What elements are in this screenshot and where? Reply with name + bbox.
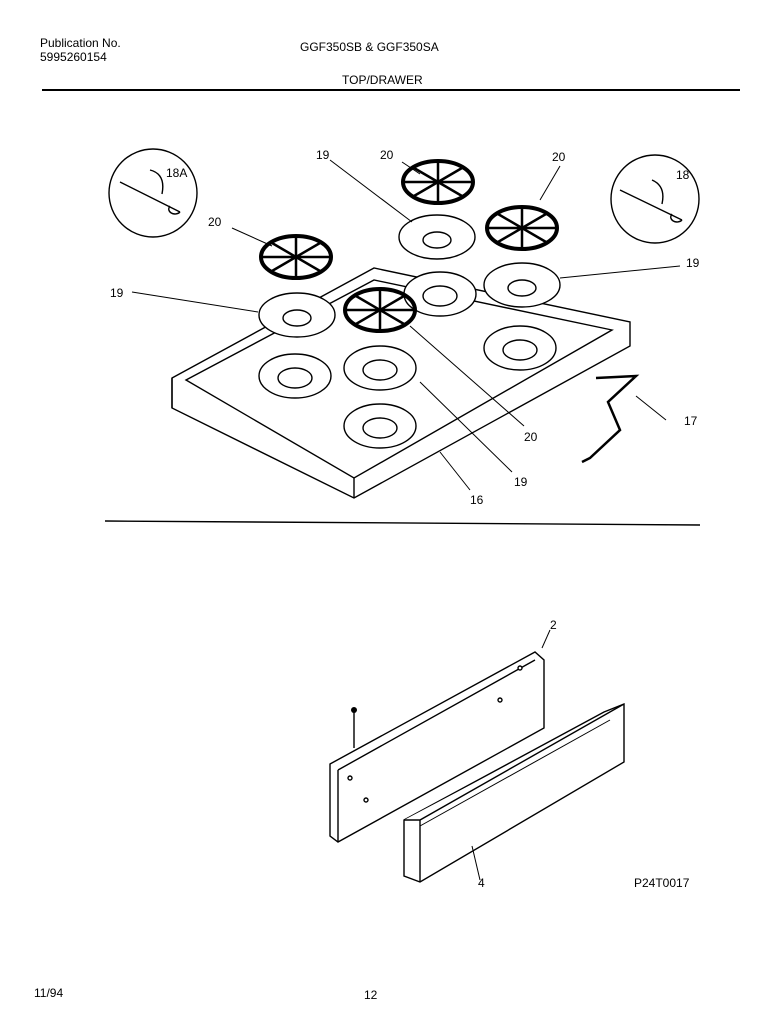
- burner-bowl-right: [483, 325, 557, 371]
- figure-code: P24T0017: [634, 876, 690, 890]
- section-divider: [104, 520, 701, 526]
- support-rod: [581, 374, 640, 464]
- callout-18a: 18A: [166, 166, 188, 180]
- callout-20-right: 20: [552, 150, 566, 164]
- section-title: TOP/DRAWER: [342, 73, 423, 87]
- model-numbers: GGF350SB & GGF350SA: [300, 40, 439, 54]
- callout-19-right: 19: [686, 256, 700, 270]
- grate-middle: [343, 287, 417, 333]
- grate-top: [401, 159, 475, 205]
- drawer-panel: [329, 651, 545, 843]
- publication-number: 5995260154: [40, 50, 107, 64]
- callout-19-bottom: 19: [514, 475, 528, 489]
- callout-17: 17: [684, 414, 698, 428]
- drip-bowl-left: [258, 292, 336, 338]
- burner-bowl-rear-left: [258, 353, 332, 399]
- burner-bowl-front-mid: [343, 345, 417, 391]
- callout-20-left: 20: [208, 215, 222, 229]
- callout-20-top: 20: [380, 148, 394, 162]
- detail-circle-18a: [108, 148, 198, 238]
- callout-2: 2: [550, 618, 557, 632]
- footer-date: 11/94: [34, 986, 64, 1000]
- callout-19-left: 19: [110, 286, 124, 300]
- drip-bowl-top: [398, 214, 476, 260]
- detail-circle-18: [610, 154, 700, 244]
- publication-label: Publication No.: [40, 36, 121, 50]
- grate-right: [485, 205, 559, 251]
- drip-bowl-right: [483, 262, 561, 308]
- grate-left: [259, 234, 333, 280]
- drawer-front: [403, 702, 625, 883]
- callout-20-bottom: 20: [524, 430, 538, 444]
- callout-19-top: 19: [316, 148, 330, 162]
- callout-16: 16: [470, 493, 484, 507]
- callout-18: 18: [676, 168, 690, 182]
- burner-bowl-front-left: [343, 403, 417, 449]
- page-number: 12: [364, 988, 378, 1002]
- header-rule: [42, 89, 740, 91]
- callout-4: 4: [478, 876, 485, 890]
